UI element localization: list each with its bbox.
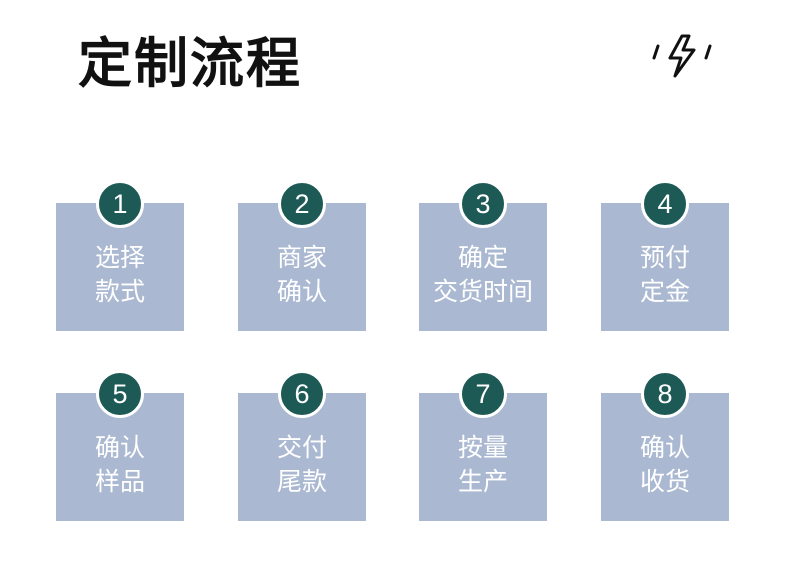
step-number-badge: 1 — [96, 180, 144, 228]
step-label-line1: 商家 — [276, 243, 327, 272]
step-label: 确认 收货 — [601, 431, 729, 499]
lightning-icon — [652, 34, 712, 78]
page-title: 定制流程 — [78, 32, 302, 95]
step-label-line2: 款式 — [94, 277, 145, 306]
step-label: 按量 生产 — [419, 431, 547, 499]
step-label-line1: 确定 — [457, 243, 508, 272]
step-label: 确认 样品 — [56, 431, 184, 499]
step-number-badge: 5 — [96, 370, 144, 418]
step-label-line2: 样品 — [94, 467, 145, 496]
step-number-badge: 2 — [278, 180, 326, 228]
step-label: 确定 交货时间 — [419, 241, 547, 309]
step-3: 3 确定 交货时间 — [419, 180, 547, 331]
step-6: 6 交付 尾款 — [238, 370, 366, 521]
step-1: 1 选择 款式 — [56, 180, 184, 331]
step-label-line1: 预付 — [639, 243, 690, 272]
step-label: 商家 确认 — [238, 241, 366, 309]
step-label: 预付 定金 — [601, 241, 729, 309]
step-5: 5 确认 样品 — [56, 370, 184, 521]
step-label-line1: 确认 — [94, 433, 145, 462]
step-label: 选择 款式 — [56, 241, 184, 309]
step-label-line2: 定金 — [639, 277, 690, 306]
step-number-badge: 4 — [641, 180, 689, 228]
step-label-line1: 选择 — [94, 243, 145, 272]
step-label-line1: 确认 — [639, 433, 690, 462]
step-number-badge: 6 — [278, 370, 326, 418]
step-8: 8 确认 收货 — [601, 370, 729, 521]
step-label: 交付 尾款 — [238, 431, 366, 499]
step-label-line2: 确认 — [276, 277, 327, 306]
step-number-badge: 7 — [459, 370, 507, 418]
step-number-badge: 8 — [641, 370, 689, 418]
step-label-line2: 尾款 — [276, 467, 327, 496]
step-label-line2: 生产 — [457, 467, 508, 496]
step-label-line2: 交货时间 — [432, 277, 533, 306]
step-number-badge: 3 — [459, 180, 507, 228]
step-7: 7 按量 生产 — [419, 370, 547, 521]
step-2: 2 商家 确认 — [238, 180, 366, 331]
step-label-line1: 交付 — [276, 433, 327, 462]
step-label-line1: 按量 — [457, 433, 508, 462]
step-4: 4 预付 定金 — [601, 180, 729, 331]
step-label-line2: 收货 — [639, 467, 690, 496]
